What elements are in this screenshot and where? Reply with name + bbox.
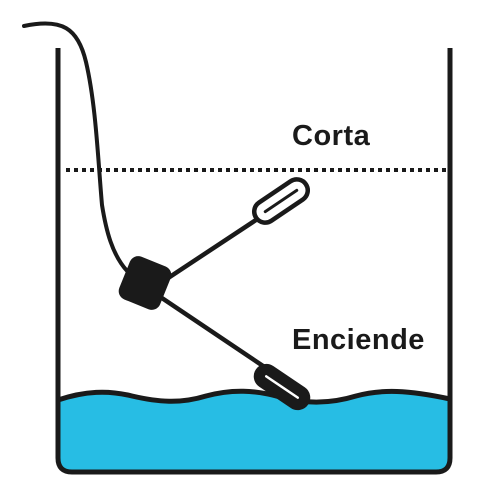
tank [55,48,453,475]
cable [22,21,130,274]
float-bulb-upper-icon [251,177,311,225]
float-switch-body-icon [118,256,172,310]
on-level-label: Enciende [292,324,425,356]
off-level-label: Corta [292,120,371,152]
rod-lower [147,287,275,375]
float-bulb-lower-icon [253,363,311,411]
water [58,391,450,472]
water-surface [55,388,453,405]
